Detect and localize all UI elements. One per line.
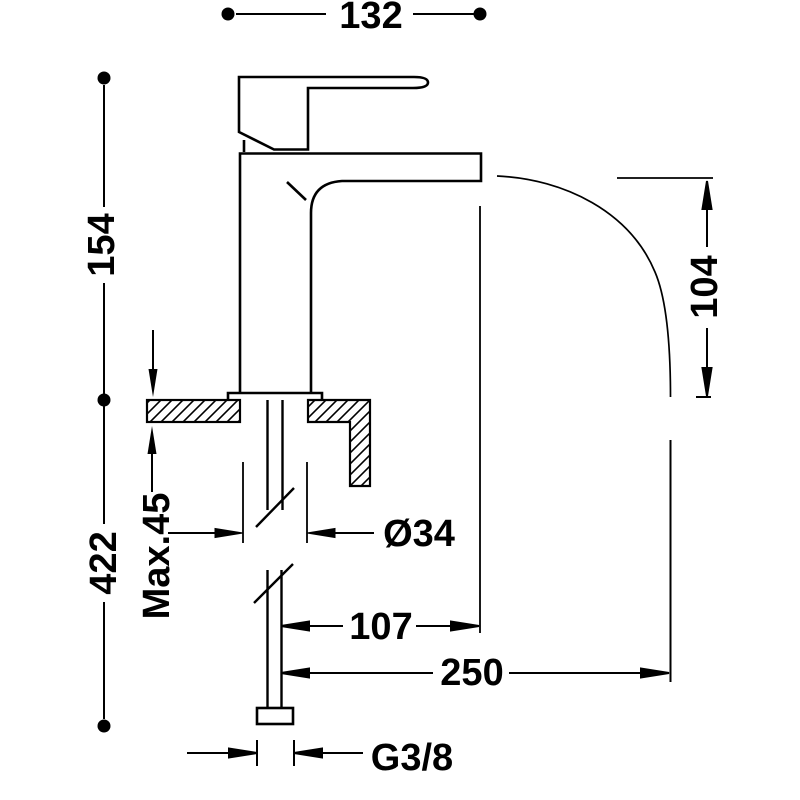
arrow-right-icon — [214, 527, 244, 539]
mounting-flange — [226, 391, 324, 400]
dim-hole-diameter — [168, 462, 374, 543]
dim-label-hole-diameter: Ø34 — [383, 513, 455, 555]
dim-top-width — [221, 7, 487, 21]
dim-thread-size — [187, 740, 363, 766]
water-stream — [496, 175, 672, 682]
supply-shank — [253, 400, 295, 726]
arrow-right-icon — [450, 620, 480, 632]
dim-under-counter-length — [97, 406, 111, 733]
dim-label-stream-reach: 250 — [440, 652, 504, 694]
water-stream-curve — [496, 175, 672, 398]
dim-spout-reach — [280, 206, 481, 633]
dim-label-spout-reach: 107 — [349, 606, 413, 648]
arrow-left-icon — [306, 527, 336, 539]
dim-body-height — [97, 71, 111, 407]
faucet-outline — [226, 75, 483, 400]
countertop-hatch-right — [306, 398, 372, 488]
dim-label-max-counter-thickness: Max.45 — [136, 492, 178, 620]
dim-outlet-height — [617, 177, 713, 398]
dim-label-body-height: 154 — [81, 213, 123, 277]
arrow-left-icon — [293, 747, 323, 759]
arrow-up-icon — [701, 180, 713, 210]
dim-label-thread-size: G3/8 — [370, 737, 454, 779]
break-symbol-upper — [255, 487, 295, 528]
dim-dot — [221, 7, 235, 21]
spout-tangent-edge — [286, 181, 307, 201]
arrow-up-icon — [147, 426, 157, 454]
countertop-section — [145, 398, 372, 488]
countertop-hatch-left — [145, 398, 242, 424]
dim-stream-reach — [280, 667, 670, 679]
arrow-right-icon — [640, 667, 670, 679]
arrow-down-icon — [148, 369, 158, 397]
handle-lever — [237, 75, 430, 151]
dim-dot — [97, 719, 111, 733]
dim-max-counter-thickness — [147, 330, 158, 492]
arrow-left-icon — [280, 667, 310, 679]
dim-dot — [473, 7, 487, 21]
dim-label-under-counter-length: 422 — [83, 531, 125, 595]
connector-nut — [255, 706, 295, 726]
break-symbol-lower — [253, 563, 294, 604]
arrow-right-icon — [228, 747, 258, 759]
dim-dot — [97, 393, 111, 407]
dim-label-top-width: 132 — [339, 0, 403, 37]
dim-dot — [97, 71, 111, 85]
dim-label-outlet-height: 104 — [684, 255, 726, 319]
spout-body — [238, 152, 483, 393]
arrow-left-icon — [280, 620, 310, 632]
arrow-down-icon — [701, 367, 713, 397]
